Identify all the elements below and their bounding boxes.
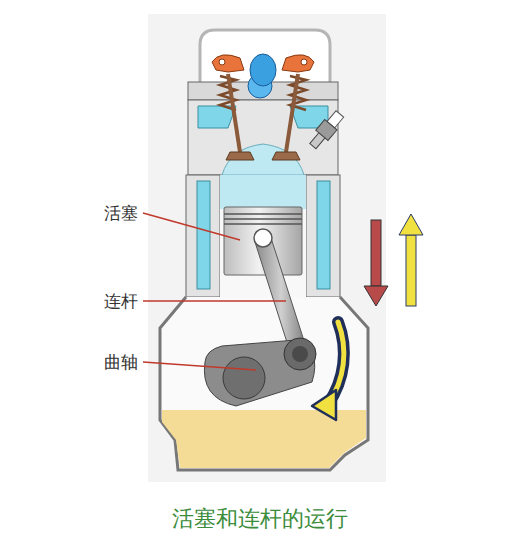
part-label: 曲轴	[104, 351, 138, 373]
leader-line	[143, 300, 286, 302]
valve-head	[226, 152, 254, 160]
background-panel	[148, 14, 386, 482]
cam-lobe	[250, 54, 276, 86]
water-jacket	[197, 181, 210, 289]
rocker-pivot	[219, 59, 225, 65]
cylinder-gas	[220, 175, 306, 209]
cylinder-wall	[306, 175, 340, 297]
caption: 活塞和连杆的运行	[0, 505, 519, 533]
up-arrow-head	[399, 214, 423, 235]
rocker-pivot	[301, 59, 307, 65]
down-arrow-head	[364, 286, 388, 306]
leader-line	[143, 362, 256, 370]
valve-stem	[286, 74, 298, 152]
part-label: 连杆	[104, 290, 138, 312]
crank-web	[204, 340, 314, 406]
water-jacket	[317, 181, 330, 289]
up-arrow	[406, 235, 416, 306]
rocker-arm	[212, 55, 244, 72]
cylinder-wall	[186, 175, 220, 297]
part-label: 活塞	[104, 202, 138, 224]
crank-pin-center	[292, 346, 308, 362]
plug-thread	[310, 133, 325, 149]
main-journal	[223, 357, 265, 399]
leader-line	[143, 213, 240, 240]
rotation-arrow-head	[312, 390, 336, 420]
valve-head	[272, 152, 300, 160]
piston-ring	[224, 218, 302, 220]
piston-ring	[224, 213, 302, 215]
spark-plug	[307, 109, 346, 151]
down-arrow	[371, 220, 381, 286]
crank-pin	[284, 338, 316, 370]
cylinder-head	[188, 100, 338, 175]
rocker-arm	[282, 55, 314, 72]
combustion-chamber	[222, 144, 304, 175]
piston-pin	[254, 229, 272, 247]
valve-stem	[228, 74, 240, 152]
piston-ring	[224, 223, 302, 225]
crankcase	[160, 297, 368, 470]
